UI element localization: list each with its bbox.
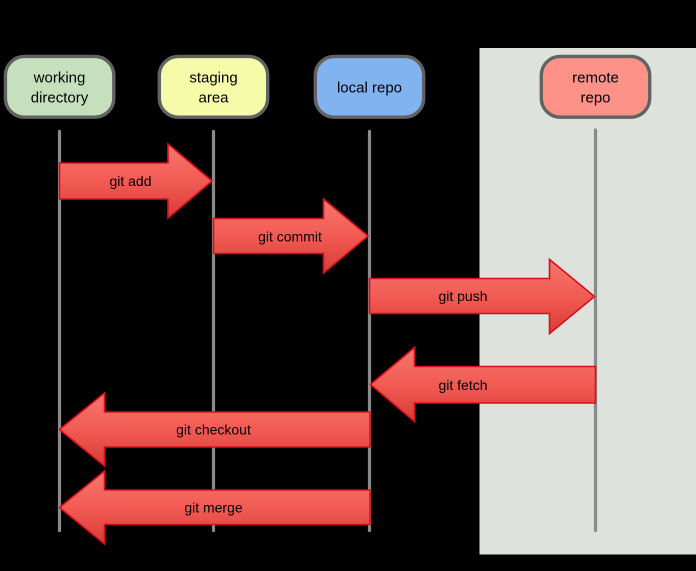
svg-text:git add: git add [109, 173, 151, 189]
svg-text:area: area [198, 90, 229, 107]
svg-text:git merge: git merge [184, 500, 243, 516]
svg-text:git commit: git commit [258, 229, 322, 245]
svg-text:remote: remote [572, 70, 619, 87]
svg-text:git push: git push [438, 288, 487, 304]
svg-text:staging: staging [189, 70, 237, 87]
svg-text:repo: repo [580, 90, 610, 107]
svg-text:git checkout: git checkout [176, 422, 251, 438]
svg-text:working: working [33, 70, 86, 87]
svg-text:directory: directory [31, 90, 89, 107]
svg-text:local repo: local repo [337, 80, 402, 97]
svg-text:git fetch: git fetch [438, 377, 487, 393]
